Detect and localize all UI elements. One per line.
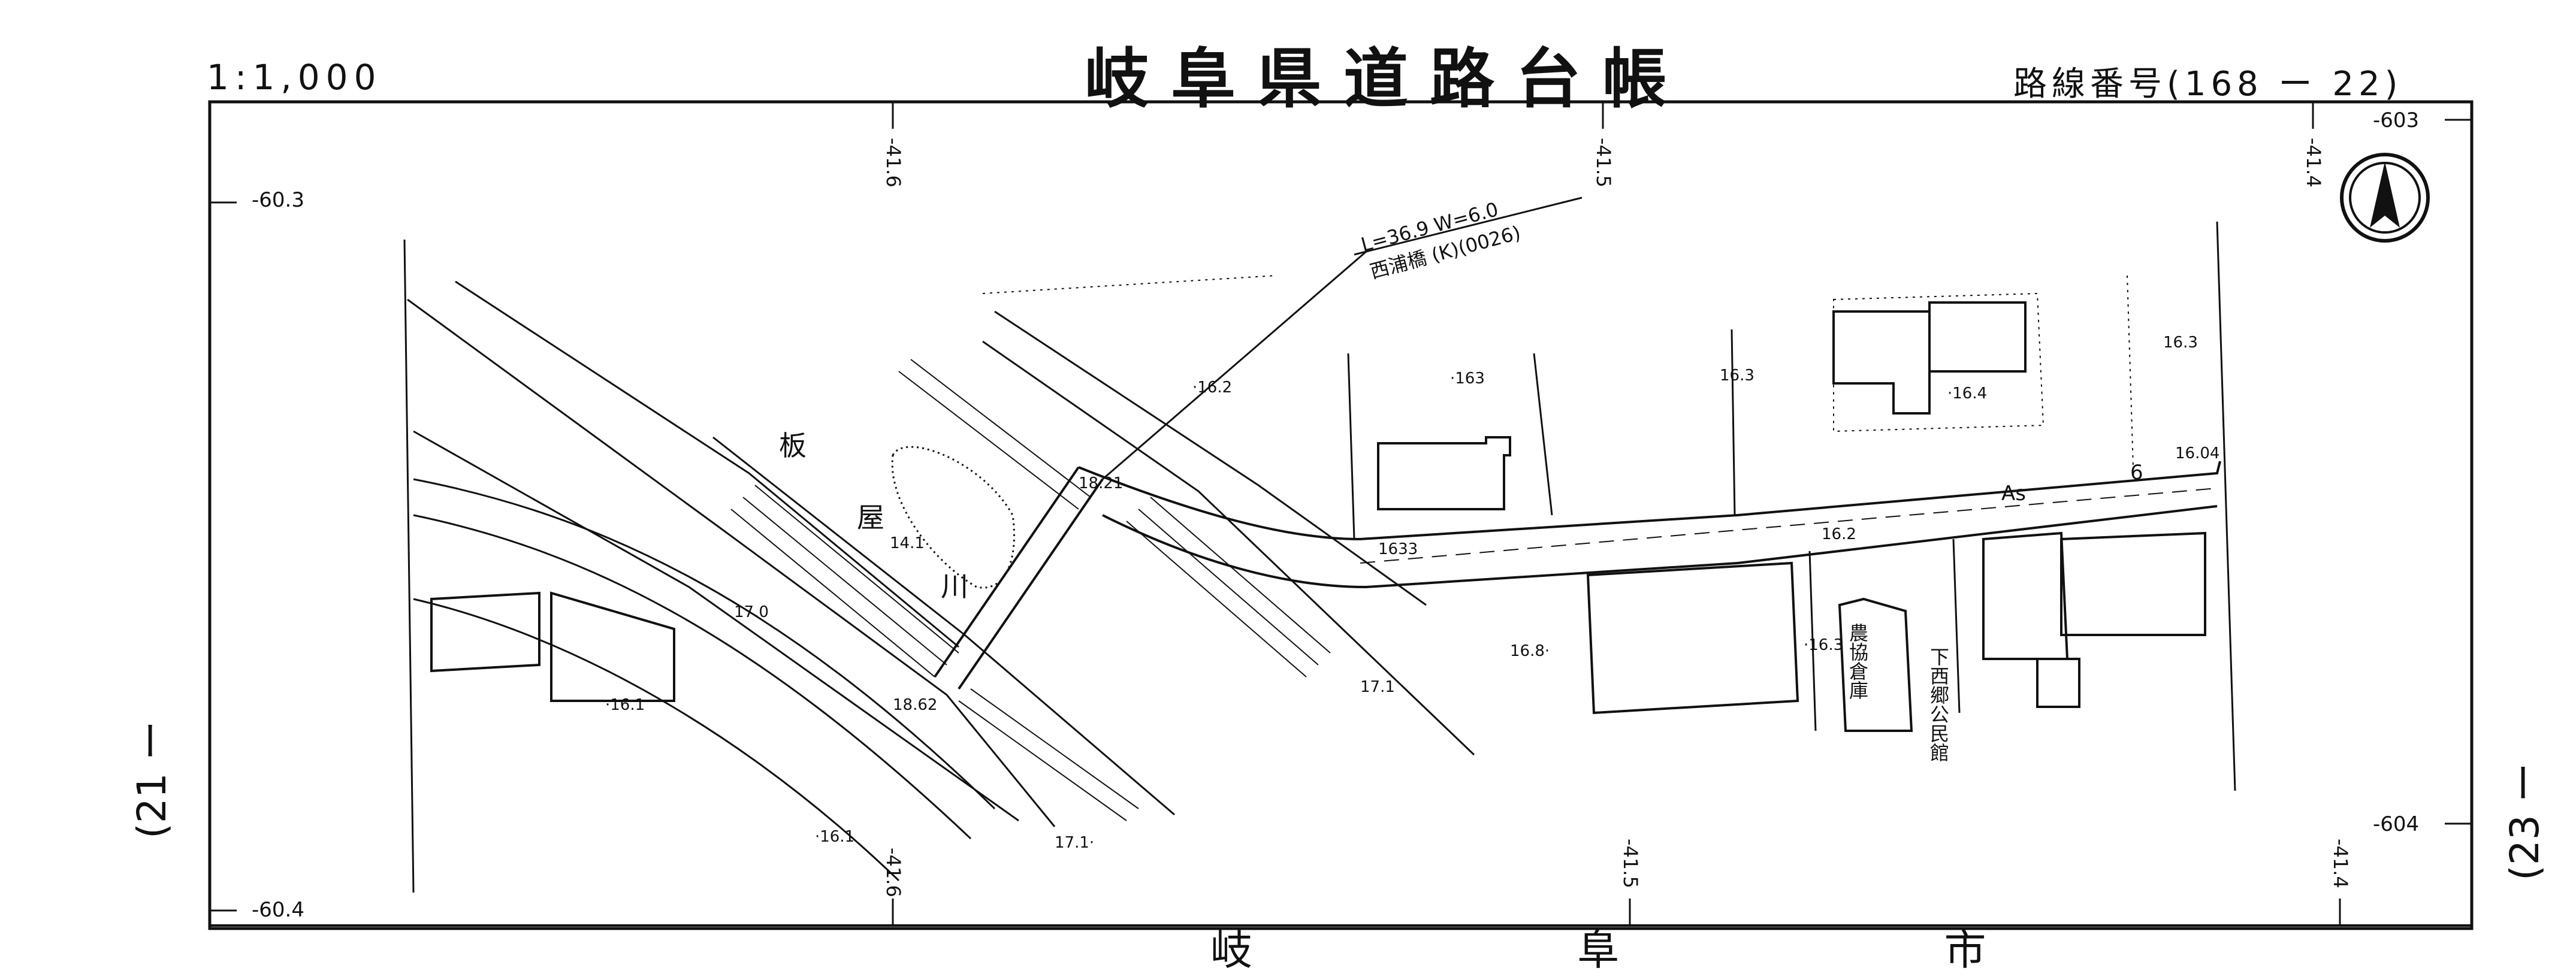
river-name-1: 板	[779, 429, 807, 462]
svg-text:17.0: 17.0	[734, 603, 769, 621]
svg-text:16.04: 16.04	[2175, 444, 2219, 462]
river-hatch	[730, 359, 1331, 821]
bridge-leader-line	[1102, 250, 1367, 480]
svg-text:16.8·: 16.8·	[1510, 642, 1550, 660]
map-scale: 1:1,000	[207, 57, 382, 98]
svg-text:·16.2: ·16.2	[1192, 379, 1232, 397]
svg-text:16.2: 16.2	[1822, 525, 1856, 543]
sandbar	[891, 446, 1015, 589]
svg-text:·16.3: ·16.3	[1804, 636, 1843, 654]
grid-label-top-3: -41.4	[2302, 138, 2325, 187]
svg-text:16.3: 16.3	[2163, 334, 2198, 352]
road-number: 6	[2130, 461, 2143, 485]
warehouse-label: 農協倉庫	[1846, 623, 1869, 700]
route-number: 路線番号(168 ー 22)	[2013, 65, 2403, 104]
river-name-2: 屋	[857, 501, 884, 534]
river-name-3: 川	[941, 570, 968, 603]
svg-text:18.21: 18.21	[1079, 474, 1123, 492]
road-surface: As	[2001, 482, 2026, 506]
grid-label-top-2: -41.5	[1592, 138, 1615, 187]
map-drawing: -60.3 -60.4 -603 -604 -41.6 -41.5 -41.4 …	[208, 100, 2474, 930]
map-frame	[208, 100, 2474, 930]
misc-lines	[403, 221, 2236, 893]
grid-label-left-bottom: -60.4	[252, 898, 304, 922]
svg-text:·16.1: ·16.1	[815, 828, 854, 846]
svg-text:18.62: 18.62	[893, 696, 937, 714]
hall-label: 下西郷公民館	[1927, 647, 1950, 762]
property-lines	[982, 275, 2134, 468]
grid-label-bottom-3: -41.4	[2329, 839, 2352, 888]
svg-text:·16.1: ·16.1	[605, 696, 645, 714]
left-road	[413, 478, 996, 882]
svg-text:1633: 1633	[1378, 540, 1418, 558]
map-title: 岐阜県道路台帳	[1085, 42, 1689, 117]
grid-label-bottom-2: -41.5	[1619, 839, 1642, 888]
grid-label-right-bottom: -604	[2373, 812, 2419, 836]
main-road	[1078, 461, 2221, 588]
grid-label-left-top: -60.3	[252, 188, 304, 212]
bridge-outline	[934, 466, 1104, 690]
river-banks	[407, 280, 1475, 827]
grid-label-bottom-1: -41.6	[882, 848, 905, 897]
buildings	[430, 301, 2206, 732]
svg-text:·16.4: ·16.4	[1947, 385, 1987, 403]
sandbar-elevation: 14.1	[890, 534, 925, 552]
grid-label-top-1: -41.6	[882, 138, 905, 187]
svg-text:17.1·: 17.1·	[1055, 834, 1094, 852]
grid-label-right-top: -603	[2373, 108, 2419, 132]
svg-text:16.3: 16.3	[1720, 367, 1754, 385]
elevation-labels: ·16.2 ·163 16.3 ·16.4 16.3 16.04 16.2 16…	[605, 334, 2219, 852]
north-arrow-icon	[2340, 153, 2430, 243]
svg-text:17.1: 17.1	[1360, 678, 1395, 696]
svg-text:·163: ·163	[1450, 370, 1485, 388]
